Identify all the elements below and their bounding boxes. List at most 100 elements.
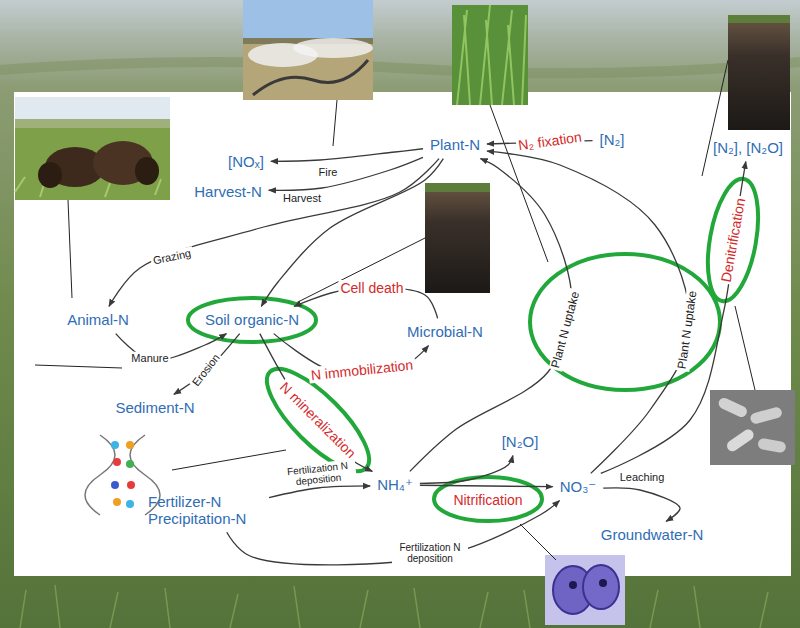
pool-name: [NOₓ] [228, 153, 264, 170]
base [113, 458, 121, 466]
pool-name: NO₃⁻ [560, 478, 597, 495]
leader-line [333, 100, 337, 146]
flow-arrow [174, 334, 240, 395]
photo-ground [710, 390, 795, 465]
base [111, 481, 119, 489]
grass-blades [20, 585, 768, 628]
burn-line [253, 60, 368, 95]
highlight-ellipse [434, 477, 542, 521]
flow-arrow [109, 159, 439, 307]
flow-arrow [410, 159, 572, 472]
photo-sky [15, 97, 170, 119]
grass-blades [457, 5, 526, 105]
photo-land [243, 0, 373, 100]
flow-arrow [260, 334, 372, 472]
base [111, 441, 119, 449]
cell-dot [569, 581, 577, 589]
bison-head [38, 162, 62, 188]
highlight-ellipse [530, 254, 720, 390]
base [113, 498, 121, 506]
flow-arrow [261, 159, 443, 307]
pool-node: [N₂] [596, 129, 629, 150]
cell [583, 565, 619, 609]
photo-sky [243, 0, 373, 40]
bacteria-sem-photo [710, 390, 795, 465]
photo-ground [545, 555, 625, 625]
bacteria-micrograph [545, 555, 625, 625]
pool-name: Groundwater-N [601, 526, 704, 543]
flow-arrow [603, 488, 680, 521]
leader-lines [35, 60, 755, 560]
flow-arrow [269, 157, 423, 190]
pool-name: [N₂O] [502, 433, 539, 450]
photo-ground [452, 5, 528, 105]
pool-name: Microbial-N [407, 323, 483, 340]
process-label: Harvest [281, 192, 323, 205]
soil-layers [728, 15, 790, 130]
smoke [293, 38, 373, 58]
base [126, 500, 134, 508]
leader-line [296, 238, 425, 303]
leader-line [490, 105, 548, 262]
pool-node: [NOₓ] [224, 151, 268, 172]
pool-name: Plant-N [430, 136, 480, 153]
soil-grass-top [728, 15, 790, 23]
soil-grass-top [425, 183, 490, 192]
grass-photo [452, 5, 528, 105]
pool-name: Animal-N [67, 311, 129, 328]
pool-node: [N₂O] [498, 431, 543, 452]
pool-node: Microbial-N [403, 321, 487, 342]
leader-line [35, 365, 122, 368]
leader-line [68, 200, 72, 298]
process-label: Nitrification [451, 492, 524, 508]
process-label: Fire [317, 166, 340, 179]
pool-name: [N₂], [N₂O] [713, 139, 783, 156]
leader-line [702, 60, 728, 176]
flow-arrow [227, 501, 560, 565]
leader-line [735, 306, 755, 390]
pool-node: Sediment-N [111, 397, 198, 418]
photo-hills [15, 119, 170, 128]
flow-arrow [271, 149, 423, 162]
pool-name: Sediment-N [115, 399, 194, 416]
process-label: Leaching [618, 471, 667, 484]
diagram-panel [14, 92, 791, 576]
bison-head [135, 157, 159, 185]
leader-line [172, 450, 286, 470]
flow-arrow [420, 456, 513, 484]
base [126, 460, 134, 468]
flow-arrow [487, 151, 690, 473]
soil-profile-photo [728, 15, 790, 130]
photo-field [15, 97, 170, 200]
rod-cell [725, 427, 756, 453]
base [127, 481, 135, 489]
flow-arrow [420, 485, 553, 486]
pool-node: Plant-N [426, 134, 484, 155]
pool-name: Harvest-N [194, 183, 262, 200]
pool-name: [N₂] [600, 131, 625, 148]
soil-profile-photo [425, 183, 490, 293]
rod-cell [749, 406, 783, 425]
pool-node: Groundwater-N [597, 524, 708, 545]
base [126, 441, 134, 449]
cell-dot [599, 579, 607, 587]
grass-texture [20, 585, 768, 628]
flow-arrow [601, 162, 746, 474]
highlight-rings [188, 175, 766, 521]
fire-photo [243, 0, 373, 100]
pool-name: Fertilizer-N Precipitation-N [148, 493, 262, 528]
leader-line [520, 524, 556, 560]
process-label: Manure [129, 352, 170, 365]
pool-node: [N₂], [N₂O] [709, 137, 787, 158]
helix-strand [85, 435, 115, 515]
bison-photo [15, 97, 170, 200]
rod-cell [757, 438, 786, 454]
highlight-ellipse [700, 175, 767, 305]
pool-node: Harvest-N [190, 181, 266, 202]
pool-node: NO₃⁻ [556, 476, 601, 497]
pool-name: Soil organic-N [205, 311, 299, 328]
pool-name: NH₄⁺ [377, 476, 413, 493]
soil-layers [425, 183, 490, 293]
pool-node: Soil organic-N [201, 309, 303, 330]
